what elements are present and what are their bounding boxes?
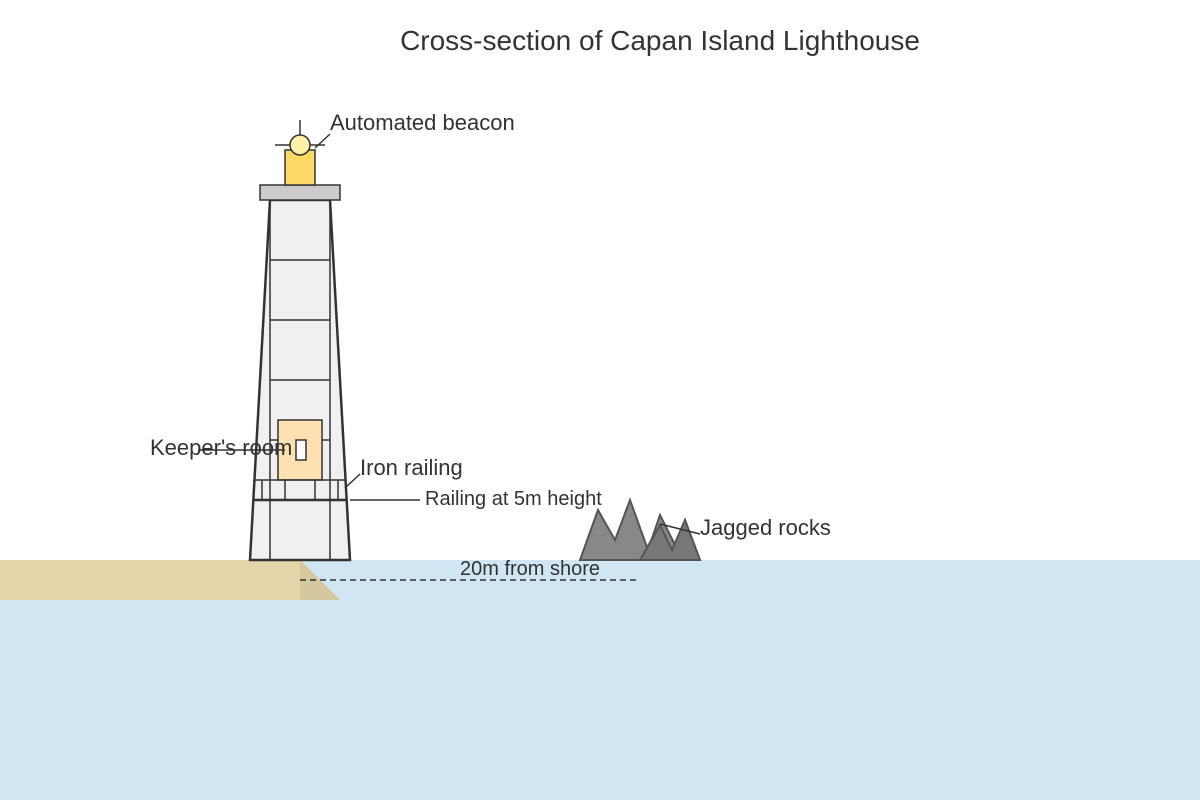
keepers-room-label: Keeper's room (150, 435, 292, 460)
keepers-room-window (295, 439, 307, 461)
iron-railing-label: Iron railing (360, 455, 463, 480)
rocks-leader-line (659, 523, 701, 535)
rocks-label: Jagged rocks (700, 515, 831, 540)
shore (0, 560, 340, 600)
beacon-light (289, 134, 311, 156)
distance-label: 20m from shore (460, 558, 600, 580)
lantern-gallery (259, 184, 341, 201)
iron-railing-leader-line (344, 473, 361, 489)
railing-height-label: Railing at 5m height (425, 488, 602, 510)
beacon-label: Automated beacon (330, 110, 515, 135)
diagram-title: Cross-section of Capan Island Lighthouse (400, 25, 920, 56)
beacon-leader-line (314, 133, 331, 149)
